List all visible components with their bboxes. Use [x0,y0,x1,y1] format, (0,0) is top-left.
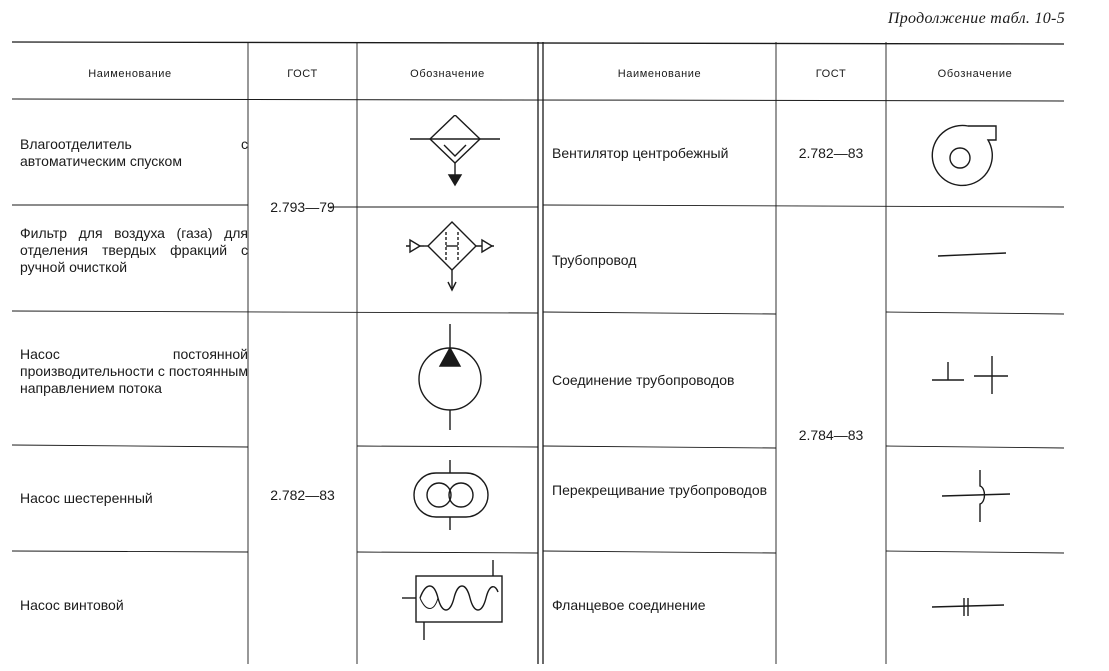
gost-2782-83-left: 2.782—83 [270,487,335,503]
header-symbol-left: Обозначение [410,68,485,80]
gost-2784-83: 2.784—83 [798,427,864,443]
table-continuation-caption: Продолжение табл. 10-5 [887,10,1065,27]
moisture-separator-auto-drain-icon [410,115,500,187]
pipeline-line-icon [937,252,1007,257]
row-name-fixed-pump: Насос постоянной производительности с по… [20,346,248,396]
row-name-flange-joint: Фланцевое соединение [552,597,706,613]
header-gost-left: ГОСТ [287,68,318,80]
air-filter-manual-cleaning-icon [406,221,494,292]
row-name-pipe-connection: Соединение трубопроводов [552,372,735,388]
screw-pump-icon [402,560,503,640]
row-name-pipeline: Трубопровод [552,252,637,268]
pipeline-connection-icon [932,356,1008,394]
gost-2793-79: 2.793—79 [270,199,335,215]
row-name-air-filter: Фильтр для воздуха (газа) для отделения … [20,225,248,275]
pipeline-crossing-icon [941,470,1011,522]
row-name-moisture-separator: Влагоотделитель с автоматическим спуском [20,136,248,169]
gost-2782-83-right: 2.782—83 [798,145,864,161]
row-name-centrifugal-fan: Вентилятор центробежный [552,145,729,161]
row-name-gear-pump: Насос шестеренный [20,490,153,506]
flange-joint-icon [931,598,1005,616]
row-name-screw-pump: Насос винтовой [20,597,124,613]
gear-pump-icon [413,460,489,530]
fixed-displacement-pump-icon [418,324,482,430]
header-symbol-right: Обозначение [937,68,1013,80]
row-name-pipe-crossing: Перекрещивание трубопроводов [552,482,768,498]
header-gost-right: ГОСТ [815,68,847,80]
header-name-right: Наименование [617,68,702,80]
header-name-left: Наименование [88,68,172,80]
centrifugal-fan-icon [931,124,997,187]
